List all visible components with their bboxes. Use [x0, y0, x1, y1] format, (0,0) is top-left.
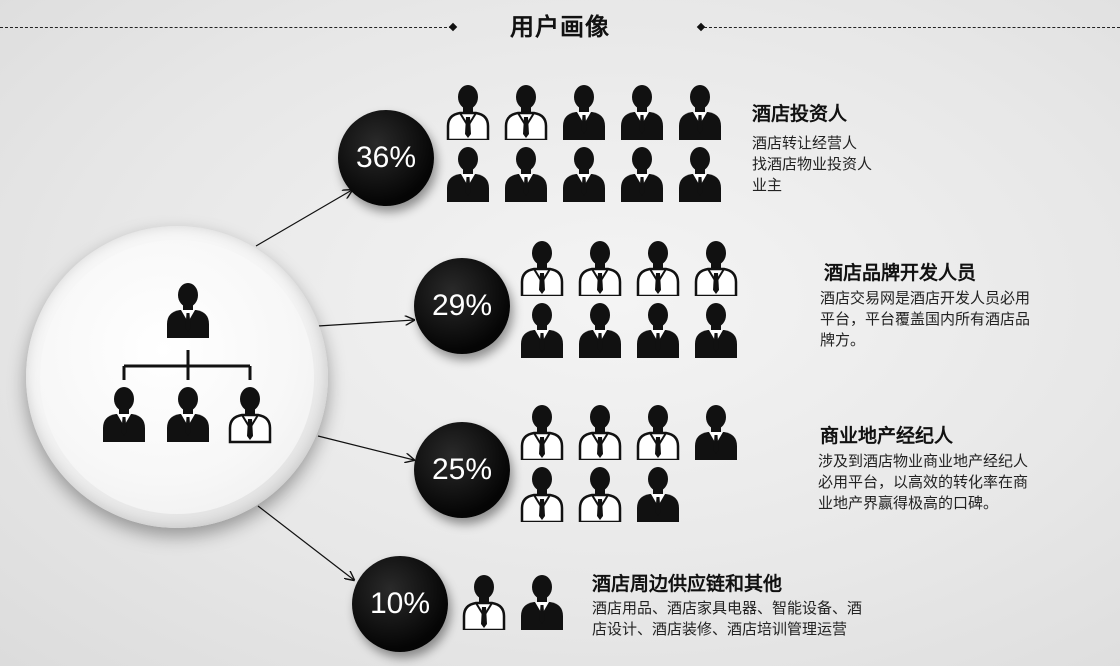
person-light-shirt-icon	[444, 84, 492, 142]
percent-circle-4: 10%	[352, 556, 448, 652]
hub-inner-circle	[40, 240, 314, 514]
percent-circle-3: 25%	[414, 422, 510, 518]
person-light-shirt-icon	[634, 240, 682, 298]
person-light-shirt-icon	[576, 466, 624, 524]
person-light-shirt-icon	[460, 574, 508, 632]
person-dark-suit-icon	[692, 404, 740, 460]
segment-description-line: 酒店交易网是酒店开发人员必用	[820, 289, 1031, 307]
arrow-to-segment-4	[257, 505, 354, 580]
segment-description-line: 找酒店物业投资人	[752, 155, 873, 173]
segment-title-2: 酒店品牌开发人员	[824, 262, 977, 284]
hierarchy-lines	[122, 350, 252, 380]
person-dark-suit-icon	[634, 466, 682, 522]
title-divider-right	[704, 27, 1120, 28]
hub-circle	[26, 226, 328, 528]
person-light-shirt-icon	[518, 466, 566, 524]
segment-description-line: 必用平台，以高效的转化率在商	[818, 473, 1029, 491]
person-dark-suit-icon	[618, 84, 666, 140]
person-light-shirt-icon	[634, 404, 682, 462]
person-dark-suit-icon	[560, 84, 608, 140]
person-dark-suit-icon	[502, 146, 550, 202]
person-dark-suit-icon	[560, 146, 608, 202]
percent-circle-1: 36%	[338, 110, 434, 206]
person-light-shirt-icon	[692, 240, 740, 298]
segment-description-line: 涉及到酒店物业商业地产经纪人	[818, 452, 1029, 470]
arrow-to-segment-2	[317, 320, 414, 327]
person-dark-suit-icon	[676, 84, 724, 140]
person-light-shirt-icon	[518, 404, 566, 462]
hub-person-icon	[103, 387, 145, 442]
segment-title-3: 商业地产经纪人	[820, 425, 954, 447]
arrow-to-segment-1	[255, 190, 352, 247]
segment-description-line: 酒店用品、酒店家具电器、智能设备、酒	[592, 599, 863, 617]
person-dark-suit-icon	[444, 146, 492, 202]
segment-description-line: 店设计、酒店装修、酒店培训管理运营	[592, 620, 848, 638]
hub-person-icon	[167, 283, 209, 338]
segment-description-line: 牌方。	[820, 331, 866, 349]
segment-description-1: 酒店转让经营人找酒店物业投资人业主	[752, 133, 872, 196]
person-light-shirt-icon	[576, 404, 624, 462]
person-dark-suit-icon	[576, 302, 624, 358]
segment-description-4: 酒店用品、酒店家具电器、智能设备、酒店设计、酒店装修、酒店培训管理运营	[592, 598, 862, 640]
person-dark-suit-icon	[518, 302, 566, 358]
person-dark-suit-icon	[692, 302, 740, 358]
segment-description-line: 业主	[752, 176, 783, 194]
segment-description-line: 平台，平台覆盖国内所有酒店品	[820, 310, 1031, 328]
percent-circle-2: 29%	[414, 258, 510, 354]
hub-person-icon	[167, 387, 209, 442]
person-light-shirt-icon	[502, 84, 550, 142]
person-dark-suit-icon	[518, 574, 566, 630]
page-title: 用户画像	[510, 13, 610, 41]
segment-description-3: 涉及到酒店物业商业地产经纪人必用平台，以高效的转化率在商业地产界赢得极高的口碑。	[818, 451, 1028, 514]
segment-description-line: 业地产界赢得极高的口碑。	[818, 494, 999, 512]
segment-description-line: 酒店转让经营人	[752, 134, 858, 152]
person-dark-suit-icon	[618, 146, 666, 202]
person-dark-suit-icon	[676, 146, 724, 202]
hub-person-icon	[228, 387, 272, 444]
segment-description-2: 酒店交易网是酒店开发人员必用平台，平台覆盖国内所有酒店品牌方。	[820, 288, 1030, 351]
segment-title-4: 酒店周边供应链和其他	[592, 573, 783, 595]
arrow-to-segment-3	[317, 435, 414, 460]
title-divider-left	[0, 27, 452, 28]
person-light-shirt-icon	[576, 240, 624, 298]
org-hierarchy-icon	[103, 283, 272, 444]
person-dark-suit-icon	[634, 302, 682, 358]
person-light-shirt-icon	[518, 240, 566, 298]
segment-title-1: 酒店投资人	[752, 103, 848, 125]
